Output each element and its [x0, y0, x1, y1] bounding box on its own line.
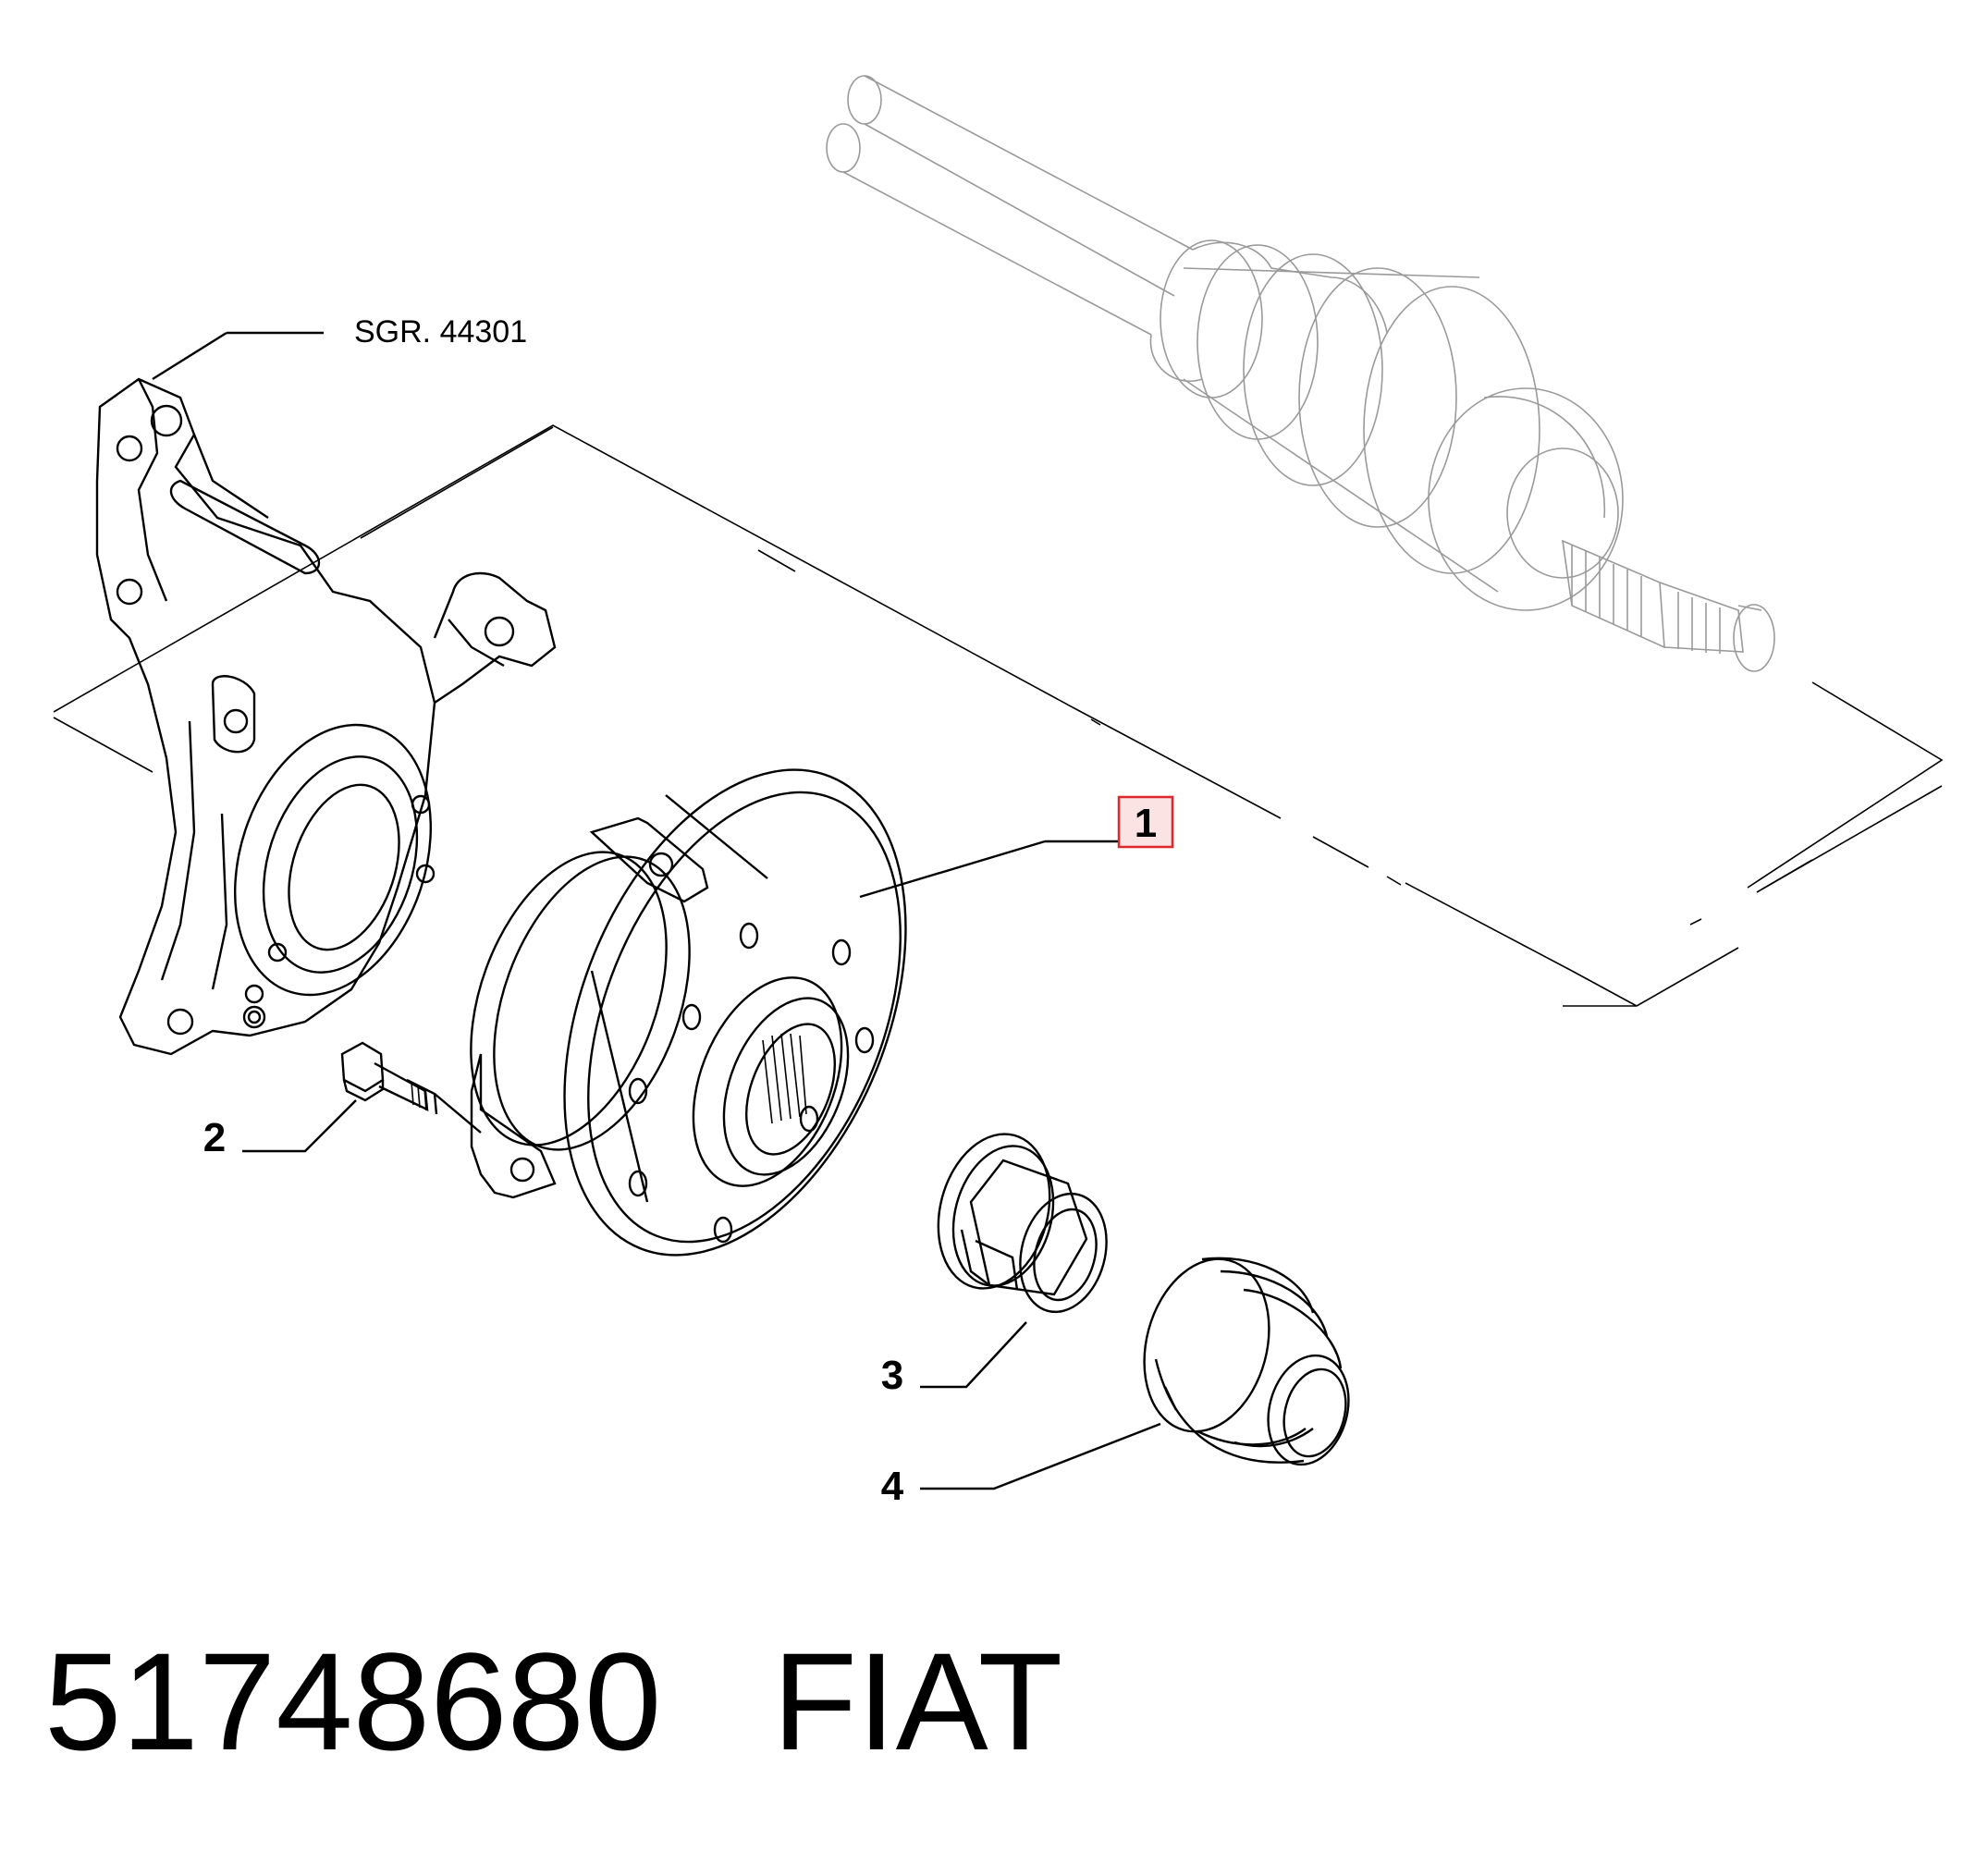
steering-knuckle-illustration — [95, 377, 557, 1056]
reference-group-label: SGR. 44301 — [354, 314, 527, 350]
callout-4-label[interactable]: 4 — [881, 1464, 904, 1509]
wheel-hub-bearing-illustration — [470, 768, 907, 1257]
dust-cap-illustration — [1143, 1257, 1350, 1466]
brand-name: FIAT — [772, 1624, 1063, 1779]
callout-1[interactable]: 1 — [1117, 795, 1174, 849]
bolt-illustration — [340, 1041, 438, 1115]
callout-1-label: 1 — [1135, 801, 1157, 846]
drive-shaft-illustration — [826, 75, 1775, 672]
callout-highlight-box — [1117, 795, 1174, 849]
assembly-axis-lines — [53, 424, 1944, 1007]
callout-3-label[interactable]: 3 — [881, 1353, 903, 1398]
hub-nut-illustration — [937, 1133, 1108, 1314]
part-number: 51748680 — [44, 1624, 662, 1779]
leader-lines — [152, 331, 1161, 1490]
callout-2-label[interactable]: 2 — [203, 1115, 226, 1160]
